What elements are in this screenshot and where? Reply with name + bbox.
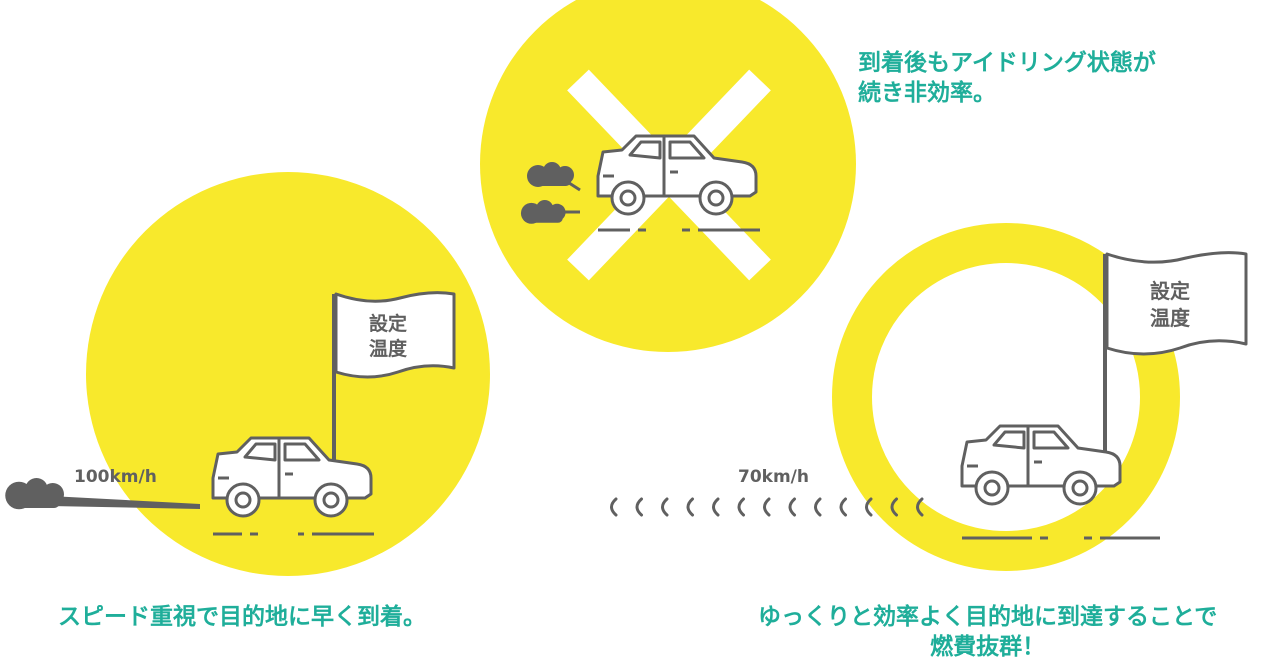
left-flag-text-2: 温度 xyxy=(369,337,408,360)
right-flag-text-2: 温度 xyxy=(1150,306,1191,330)
car-icon xyxy=(960,424,1122,506)
top-panel xyxy=(480,0,856,352)
left-caption: スピード重視で目的地に早く到着。 xyxy=(58,604,426,630)
wind-arc xyxy=(763,497,771,517)
top-caption: 到着後もアイドリング状態が 続き非効率。 xyxy=(858,50,1156,106)
wind-arc xyxy=(737,497,745,517)
exhaust-puff-lines xyxy=(564,179,581,214)
right-caption: ゆっくりと効率よく目的地に到達することで 燃費抜群！ xyxy=(758,604,1218,660)
wind-arc xyxy=(814,497,822,517)
left-yellow-circle xyxy=(86,172,490,576)
wind-arc xyxy=(916,497,924,517)
right-yellow-ring xyxy=(832,223,1180,571)
wind-arc xyxy=(890,497,898,517)
wind-arc xyxy=(686,497,694,517)
flag-icon xyxy=(1105,251,1248,356)
right-flag: 設定 温度 xyxy=(1103,251,1248,470)
left-speed-label: 100km/h xyxy=(74,467,157,487)
wind-wave-icon xyxy=(610,497,924,517)
wind-arc xyxy=(635,497,643,517)
wind-arc xyxy=(610,497,618,517)
left-flag: 設定 温度 xyxy=(332,291,456,470)
right-speed-label: 70km/h xyxy=(738,467,809,487)
speed-trail xyxy=(50,496,200,509)
wind-arc xyxy=(865,497,873,517)
wind-arc xyxy=(788,497,796,517)
flag-icon xyxy=(334,291,456,379)
left-panel: 設定 温度 100km/h xyxy=(5,172,490,576)
right-panel: 設定 温度 70km/h xyxy=(610,223,1248,571)
exhaust-cloud-icon xyxy=(5,478,64,510)
right-flag-text-1: 設定 xyxy=(1150,279,1190,303)
wind-arc xyxy=(839,497,847,517)
left-flag-text-1: 設定 xyxy=(369,312,407,335)
wind-arc xyxy=(712,497,720,517)
wind-arc xyxy=(661,497,669,517)
